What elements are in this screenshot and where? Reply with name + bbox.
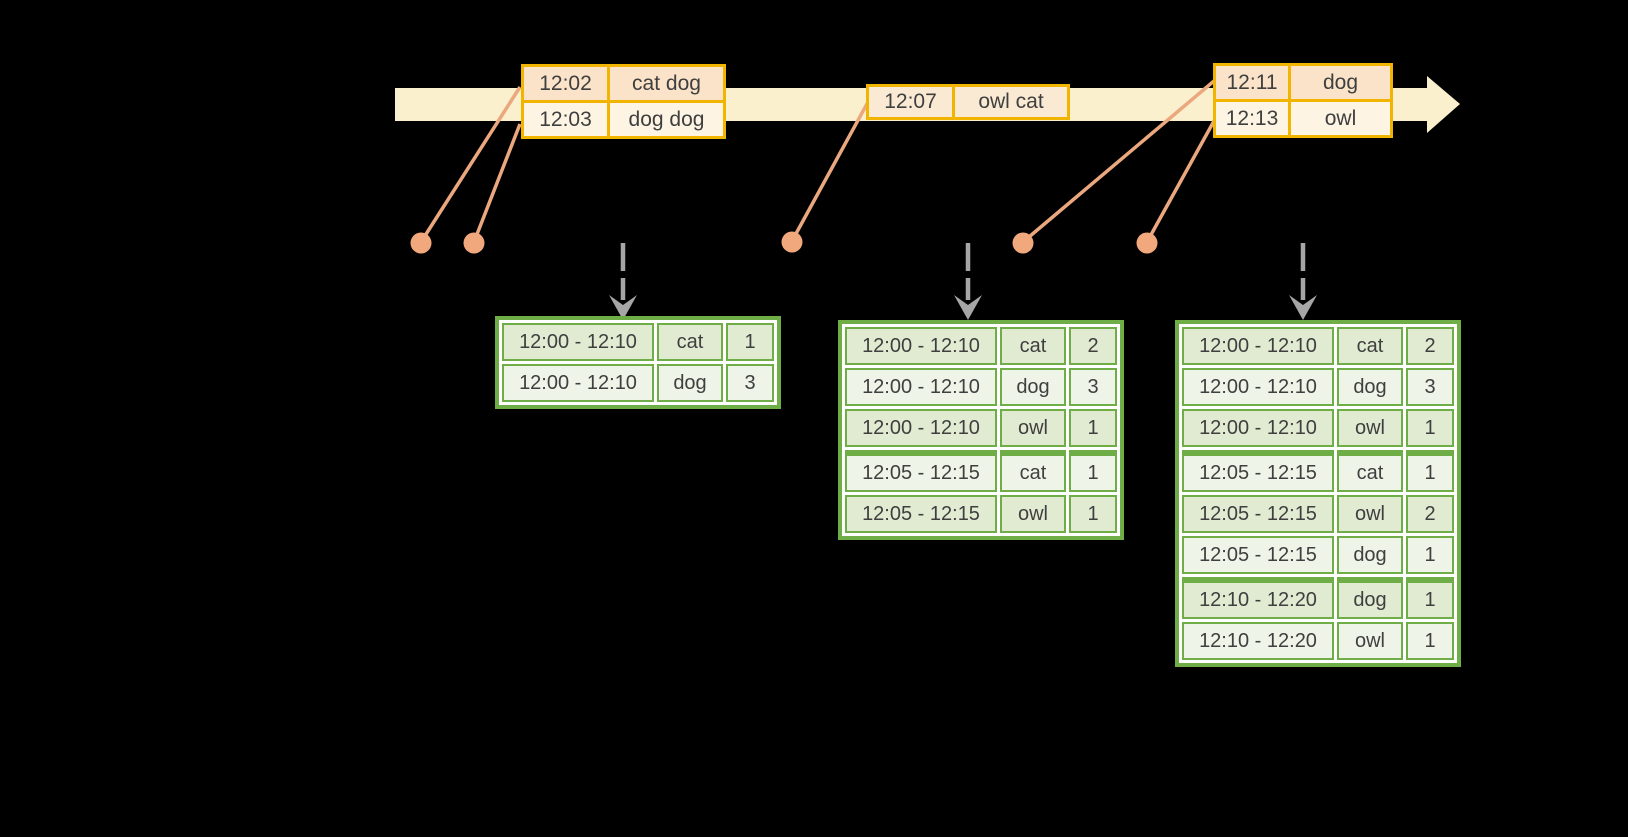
count-cell: 1	[1406, 450, 1454, 492]
event-row: 12:07 owl cat	[869, 87, 1067, 117]
event-connector-line	[1021, 79, 1216, 244]
word-cell: owl	[1337, 409, 1403, 447]
count-cell: 3	[726, 364, 774, 402]
word-cell: cat	[1337, 327, 1403, 365]
count-cell: 2	[1406, 327, 1454, 365]
count-cell: 2	[1069, 327, 1117, 365]
count-cell: 3	[1069, 368, 1117, 406]
word-cell: owl	[1000, 495, 1066, 533]
event-dots	[410, 231, 1158, 254]
window-cell: 12:10 - 12:20	[1182, 577, 1334, 619]
table-row: 12:05 - 12:15 owl 2	[1182, 495, 1454, 533]
event-group-1211: 12:11 dog 12:13 owl	[1213, 63, 1393, 138]
window-cell: 12:05 - 12:15	[845, 450, 997, 492]
event-row: 12:13 owl	[1216, 102, 1390, 135]
word-cell: dog	[1337, 368, 1403, 406]
event-dot	[463, 232, 485, 254]
event-words: dog	[1291, 66, 1390, 99]
count-cell: 1	[726, 323, 774, 361]
event-words: owl cat	[955, 87, 1067, 117]
event-dot	[1012, 232, 1034, 254]
event-dot	[1136, 232, 1158, 254]
arrow-down-icon	[1289, 295, 1317, 320]
result-table-2: 12:00 - 12:10 cat 2 12:00 - 12:10 dog 3 …	[838, 320, 1124, 540]
table-row: 12:00 - 12:10 dog 3	[502, 364, 774, 402]
count-cell: 3	[1406, 368, 1454, 406]
window-cell: 12:05 - 12:15	[1182, 495, 1334, 533]
table-row: 12:00 - 12:10 owl 1	[1182, 409, 1454, 447]
table-row: 12:05 - 12:15 dog 1	[1182, 536, 1454, 574]
event-time: 12:07	[869, 87, 952, 117]
word-cell: cat	[657, 323, 723, 361]
window-cell: 12:00 - 12:10	[1182, 368, 1334, 406]
window-cell: 12:10 - 12:20	[1182, 622, 1334, 660]
event-words: cat dog	[610, 67, 723, 100]
table-row: 12:00 - 12:10 cat 2	[845, 327, 1117, 365]
event-connector-line	[472, 123, 522, 243]
event-row: 12:03 dog dog	[524, 103, 723, 136]
word-cell: dog	[1337, 577, 1403, 619]
window-cell: 12:00 - 12:10	[845, 327, 997, 365]
trigger-arrows	[620, 243, 1306, 300]
count-cell: 1	[1406, 577, 1454, 619]
count-cell: 1	[1069, 450, 1117, 492]
timeline-arrowhead-icon	[1427, 76, 1460, 133]
window-cell: 12:00 - 12:10	[1182, 327, 1334, 365]
word-cell: cat	[1337, 450, 1403, 492]
result-table-1: 12:00 - 12:10 cat 1 12:00 - 12:10 dog 3	[495, 316, 781, 409]
table-row: 12:05 - 12:15 owl 1	[845, 495, 1117, 533]
arrow-down-icon	[609, 295, 637, 320]
event-time: 12:11	[1216, 66, 1288, 99]
event-time: 12:13	[1216, 102, 1288, 135]
event-time: 12:03	[524, 103, 607, 136]
event-dot	[781, 231, 803, 253]
window-cell: 12:00 - 12:10	[845, 409, 997, 447]
count-cell: 1	[1069, 409, 1117, 447]
table-row: 12:00 - 12:10 dog 3	[845, 368, 1117, 406]
word-cell: dog	[1000, 368, 1066, 406]
count-cell: 1	[1069, 495, 1117, 533]
word-cell: cat	[1000, 450, 1066, 492]
event-words: dog dog	[610, 103, 723, 136]
trigger-arrowheads	[609, 295, 1317, 320]
result-table-3: 12:00 - 12:10 cat 2 12:00 - 12:10 dog 3 …	[1175, 320, 1461, 667]
event-time: 12:02	[524, 67, 607, 100]
table-row: 12:00 - 12:10 cat 1	[502, 323, 774, 361]
word-cell: owl	[1337, 622, 1403, 660]
event-words: owl	[1291, 102, 1390, 135]
window-cell: 12:05 - 12:15	[1182, 450, 1334, 492]
word-cell: dog	[1337, 536, 1403, 574]
word-cell: cat	[1000, 327, 1066, 365]
window-cell: 12:00 - 12:10	[502, 364, 654, 402]
count-cell: 1	[1406, 536, 1454, 574]
count-cell: 1	[1406, 409, 1454, 447]
table-row: 12:10 - 12:20 owl 1	[1182, 622, 1454, 660]
word-cell: owl	[1000, 409, 1066, 447]
window-cell: 12:00 - 12:10	[502, 323, 654, 361]
window-cell: 12:05 - 12:15	[845, 495, 997, 533]
event-group-1202: 12:02 cat dog 12:03 dog dog	[521, 64, 726, 139]
event-dot	[410, 232, 432, 254]
table-row: 12:10 - 12:20 dog 1	[1182, 577, 1454, 619]
table-row: 12:05 - 12:15 cat 1	[845, 450, 1117, 492]
arrow-down-icon	[954, 295, 982, 320]
count-cell: 1	[1406, 622, 1454, 660]
event-connector-lines	[419, 79, 1216, 244]
table-row: 12:00 - 12:10 dog 3	[1182, 368, 1454, 406]
window-cell: 12:05 - 12:15	[1182, 536, 1334, 574]
event-connector-line	[790, 101, 870, 242]
event-connector-line	[419, 86, 522, 243]
word-cell: dog	[657, 364, 723, 402]
event-connector-line	[1145, 120, 1216, 243]
word-cell: owl	[1337, 495, 1403, 533]
count-cell: 2	[1406, 495, 1454, 533]
window-cell: 12:00 - 12:10	[845, 368, 997, 406]
event-row: 12:11 dog	[1216, 66, 1390, 99]
window-cell: 12:00 - 12:10	[1182, 409, 1334, 447]
table-row: 12:05 - 12:15 cat 1	[1182, 450, 1454, 492]
table-row: 12:00 - 12:10 owl 1	[845, 409, 1117, 447]
event-group-1207: 12:07 owl cat	[866, 84, 1070, 120]
event-row: 12:02 cat dog	[524, 67, 723, 100]
table-row: 12:00 - 12:10 cat 2	[1182, 327, 1454, 365]
